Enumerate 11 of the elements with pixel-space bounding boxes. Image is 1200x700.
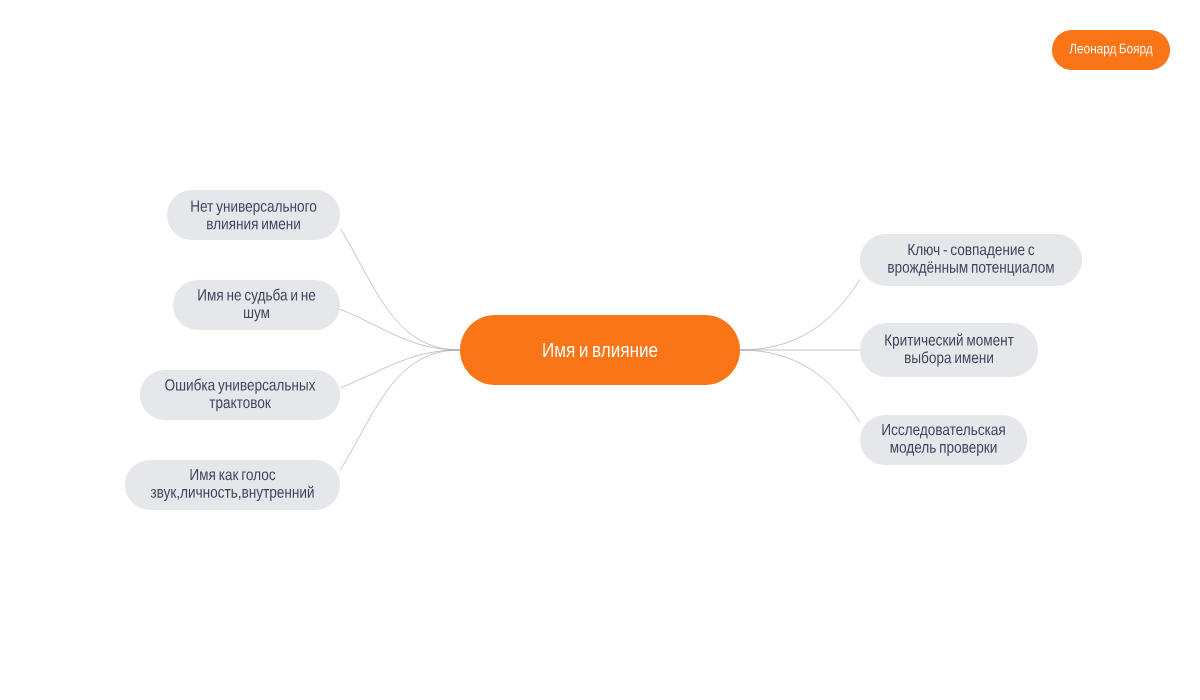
central-topic-pill: Имя и влияние (460, 315, 740, 385)
topic-pill: Имя как голос звук,личность,внутренний (125, 460, 340, 510)
connector-line (339, 349, 461, 471)
author-tag-pill: Леонард Боярд (1052, 30, 1170, 70)
topic-pill: Ключ - совпадение с врождённым потенциалом (860, 234, 1082, 286)
connector-line (739, 349, 861, 423)
topic-pill: Критический момент выбора имени (860, 323, 1038, 377)
topic-pill: Имя не судьба и не шум (173, 280, 341, 330)
topic-pill: Ошибка универсальных трактовок (140, 370, 340, 420)
topic-pill: Исследовательская модель проверки (860, 415, 1028, 465)
topic-pill: Нет универсального влияния имени (167, 190, 341, 240)
